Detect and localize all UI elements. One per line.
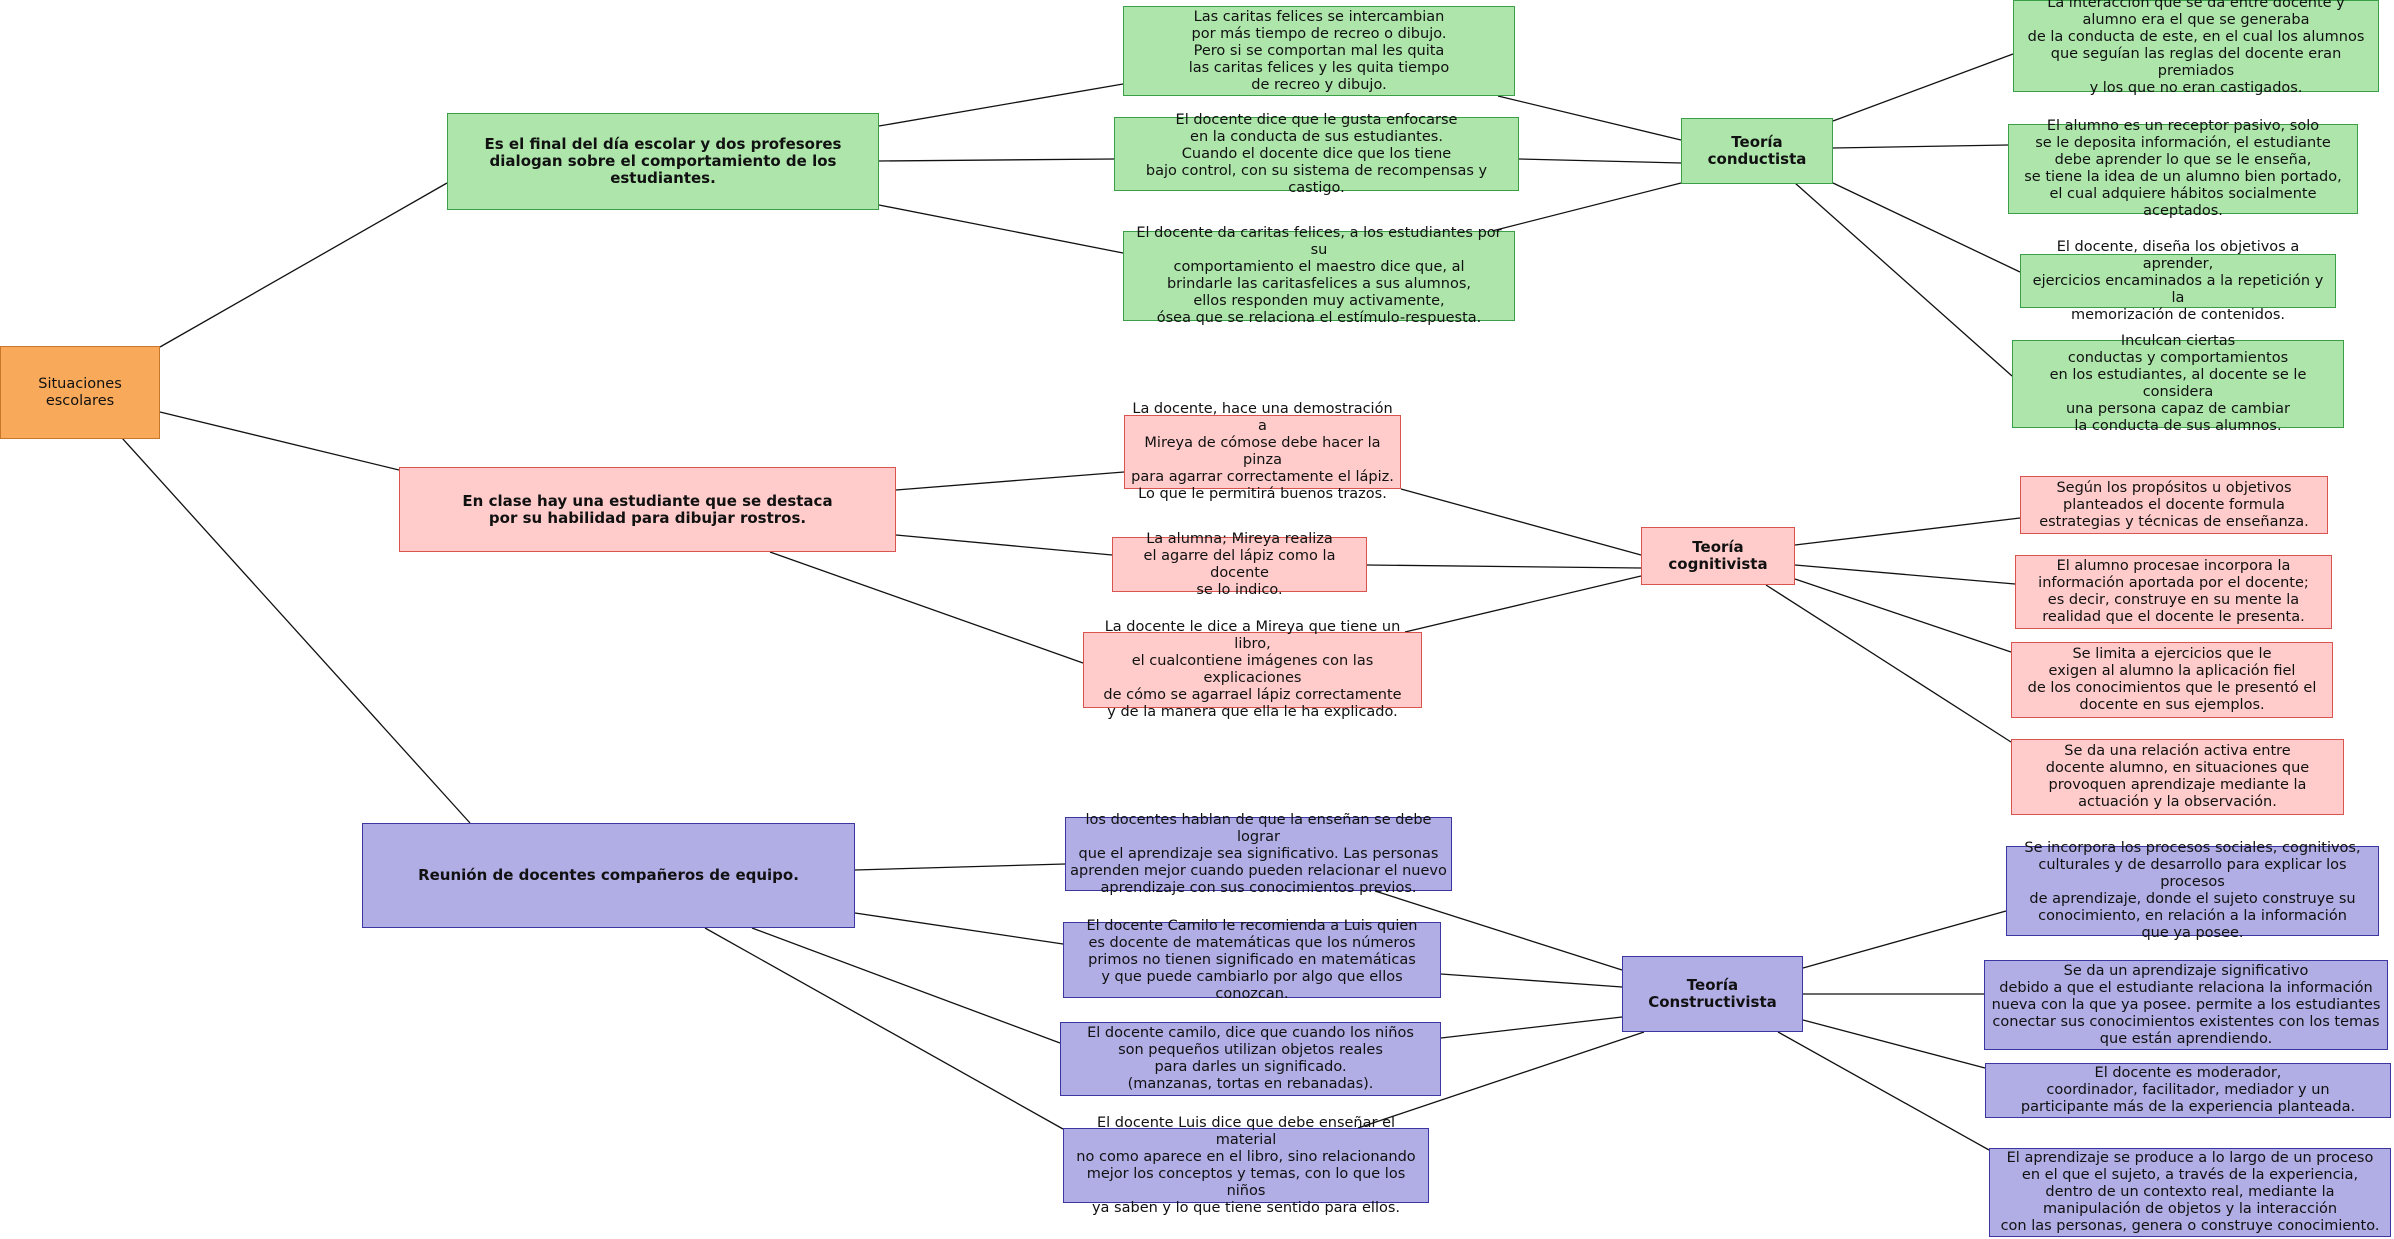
trait-constructivista-4[interactable]: El aprendizaje se produce a lo largo de …: [1989, 1148, 2391, 1237]
link-s1-e1: [878, 83, 1124, 127]
example-conductista-2[interactable]: El docente dice que le gusta enfocarse e…: [1114, 112, 1519, 196]
link-e1-t1: [1497, 95, 1682, 141]
trait-conductista-1[interactable]: La interacción que se da entre docente y…: [2013, 0, 2379, 96]
link-s3-e4: [704, 927, 1064, 1130]
link-e10-t3: [1357, 1031, 1645, 1129]
theory-conductista[interactable]: Teoría conductista: [1681, 118, 1833, 184]
link-e5-t2: [1366, 564, 1642, 569]
link-s3-e2: [854, 912, 1064, 945]
root-node[interactable]: Situaciones escolares: [0, 346, 160, 439]
link-s3-e3: [751, 927, 1061, 1044]
example-constructivista-2[interactable]: El docente Camilo le recomienda a Luis q…: [1063, 918, 1441, 1002]
link-t1-r4: [1794, 182, 2013, 377]
link-root-s3: [121, 437, 471, 824]
link-t2-r2: [1794, 564, 2016, 585]
link-e6-t2: [1404, 575, 1642, 633]
link-t2-r4: [1765, 584, 2012, 743]
link-s2-e1: [895, 471, 1125, 491]
link-t1-r3: [1832, 182, 2021, 273]
trait-constructivista-1[interactable]: Se incorpora los procesos sociales, cogn…: [2006, 840, 2379, 941]
example-cognitivista-3[interactable]: La docente le dice a Mireya que tiene un…: [1083, 619, 1422, 720]
link-e3-t1: [1491, 182, 1682, 232]
theory-constructivista[interactable]: Teoría Constructivista: [1622, 956, 1803, 1032]
link-s3-e1: [854, 863, 1066, 871]
trait-cognitivista-1[interactable]: Según los propósitos u objetivos plantea…: [2020, 476, 2328, 534]
link-t2-r1: [1794, 517, 2021, 546]
trait-cognitivista-3[interactable]: Se limita a ejercicios que le exigen al …: [2011, 642, 2333, 718]
example-constructivista-4[interactable]: El docente Luis dice que debe enseñar el…: [1063, 1115, 1429, 1216]
example-cognitivista-1[interactable]: La docente, hace una demostración a Mire…: [1124, 401, 1401, 502]
link-s1-e2: [878, 158, 1115, 162]
trait-constructivista-2[interactable]: Se da un aprendizaje significativo debid…: [1984, 960, 2388, 1050]
example-conductista-3[interactable]: El docente da caritas felices, a los est…: [1123, 225, 1515, 326]
link-t3-r1: [1802, 910, 2007, 969]
link-e4-t2: [1400, 488, 1642, 556]
link-t2-r3: [1794, 578, 2012, 653]
situation-conductista[interactable]: Es el final del día escolar y dos profes…: [447, 113, 879, 210]
link-t1-r1: [1832, 53, 2014, 122]
link-s2-e3: [769, 551, 1084, 664]
link-t3-r4: [1777, 1031, 1990, 1151]
example-conductista-1[interactable]: Las caritas felices se intercambian por …: [1123, 6, 1515, 96]
link-e8-t3: [1440, 973, 1623, 988]
link-s2-e2: [895, 534, 1113, 556]
link-root-s2: [159, 411, 400, 471]
trait-conductista-3[interactable]: El docente, diseña los objetivos a apren…: [2020, 239, 2336, 323]
example-constructivista-1[interactable]: los docentes hablan de que la enseñan se…: [1065, 812, 1452, 896]
link-e9-t3: [1440, 1016, 1623, 1039]
link-t1-r2: [1832, 144, 2009, 149]
link-t3-r3: [1802, 1019, 1986, 1069]
link-root-s1: [159, 182, 448, 348]
trait-constructivista-3[interactable]: El docente es moderador, coordinador, fa…: [1985, 1063, 2391, 1118]
link-e2-t1: [1518, 158, 1682, 164]
theory-cognitivista[interactable]: Teoría cognitivista: [1641, 527, 1795, 585]
link-s1-e3: [878, 204, 1124, 254]
trait-cognitivista-2[interactable]: El alumno procesae incorpora la informac…: [2015, 555, 2332, 629]
situation-constructivista[interactable]: Reunión de docentes compañeros de equipo…: [362, 823, 855, 928]
example-constructivista-3[interactable]: El docente camilo, dice que cuando los n…: [1060, 1022, 1441, 1096]
trait-cognitivista-4[interactable]: Se da una relación activa entre docente …: [2011, 739, 2344, 815]
link-e7-t3: [1374, 890, 1623, 971]
situation-cognitivista[interactable]: En clase hay una estudiante que se desta…: [399, 467, 896, 552]
trait-conductista-4[interactable]: Inculcan ciertas conductas y comportamie…: [2012, 333, 2344, 434]
example-cognitivista-2[interactable]: La alumna; Mireya realiza el agarre del …: [1112, 531, 1367, 598]
trait-conductista-2[interactable]: El alumno es un receptor pasivo, solo se…: [2008, 118, 2358, 219]
